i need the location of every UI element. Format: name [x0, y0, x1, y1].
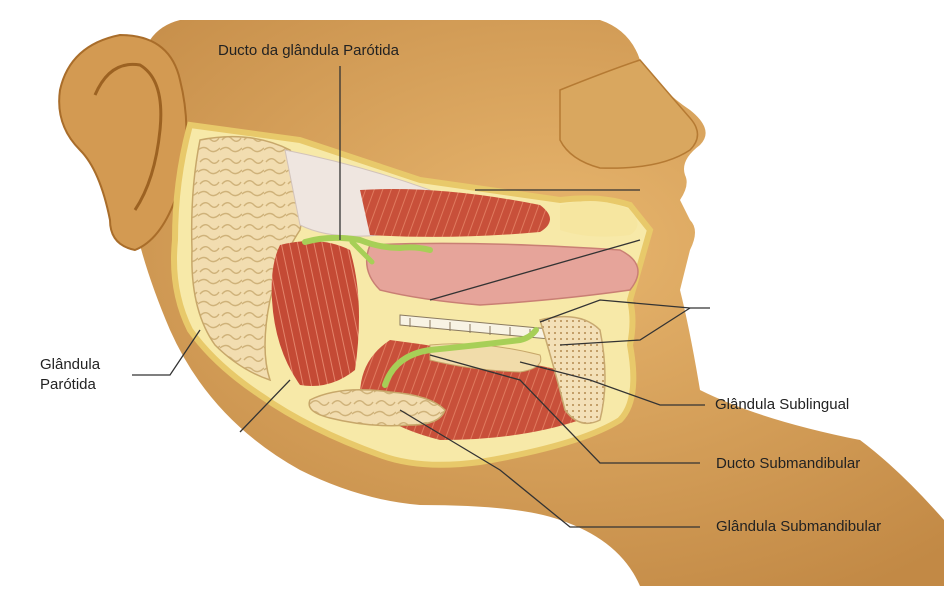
label-submandibular-gland: Glândula Submandibular [716, 518, 881, 536]
label-parotid-gland-line1: Glândula [40, 356, 100, 374]
label-parotid-gland-line2: Parótida [40, 376, 96, 394]
label-submandibular-duct: Ducto Submandibular [716, 455, 860, 473]
label-parotid-duct: Ducto da glândula Parótida [218, 42, 399, 60]
label-sublingual-gland: Glândula Sublingual [715, 396, 849, 414]
